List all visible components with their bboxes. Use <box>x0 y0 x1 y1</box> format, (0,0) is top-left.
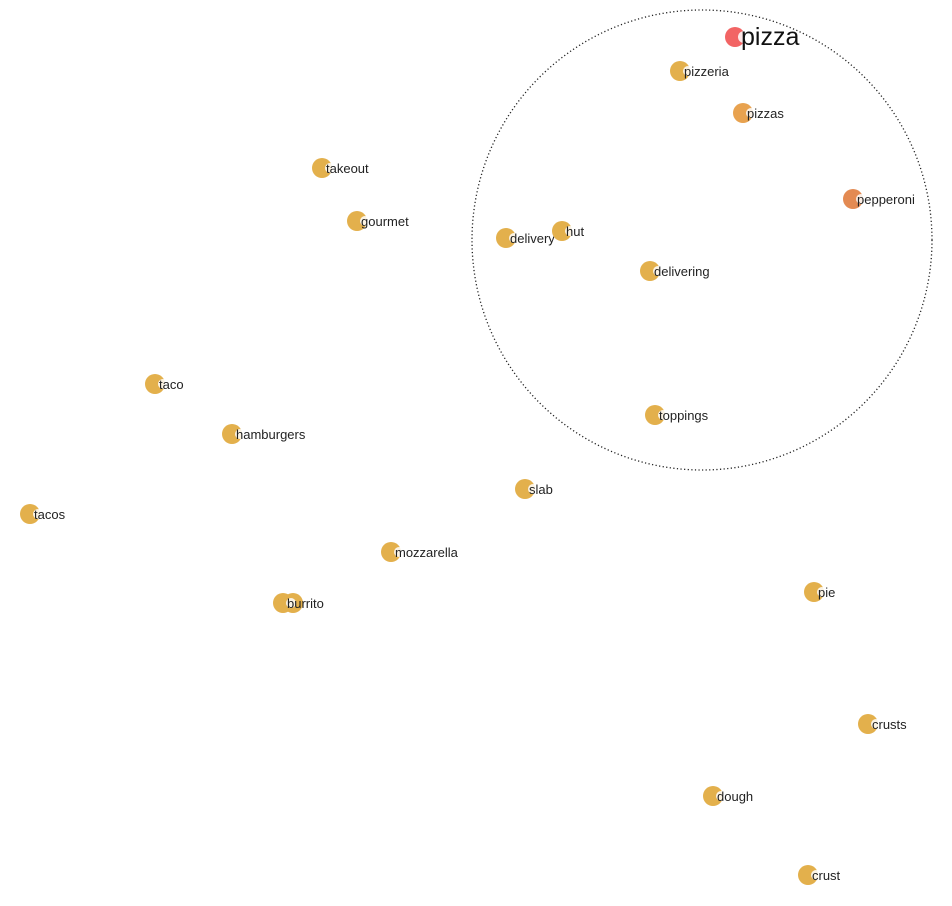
word-label: crust <box>812 868 841 883</box>
label-halo <box>653 266 663 276</box>
word-label: slab <box>529 482 553 497</box>
word-marker[interactable] <box>222 424 242 444</box>
word-label: pizzeria <box>684 64 730 79</box>
word-point-gourmet[interactable]: gourmet <box>347 211 409 231</box>
word-marker[interactable] <box>725 27 745 47</box>
word-label: pizza <box>741 23 799 51</box>
label-halo <box>871 719 881 729</box>
word-label: toppings <box>659 408 709 423</box>
word-point-delivery[interactable]: delivery <box>496 228 555 248</box>
word-label: dough <box>717 789 753 804</box>
label-halo <box>811 870 821 880</box>
word-marker[interactable] <box>496 228 516 248</box>
label-halo <box>738 31 750 43</box>
label-halo <box>565 226 575 236</box>
label-halo <box>716 791 726 801</box>
word-marker[interactable] <box>381 542 401 562</box>
label-halo <box>394 547 404 557</box>
word-label: crusts <box>872 717 907 732</box>
label-halo <box>683 66 693 76</box>
word-label: delivering <box>654 264 710 279</box>
word-marker[interactable] <box>804 582 824 602</box>
label-halo <box>817 587 827 597</box>
label-halo <box>746 108 756 118</box>
word-marker[interactable] <box>312 158 332 178</box>
word-point-hamburgers[interactable]: hamburgers <box>222 424 306 444</box>
label-halo <box>528 484 538 494</box>
word-label: pizzas <box>747 106 784 121</box>
word-label: taco <box>159 377 184 392</box>
word-marker[interactable] <box>145 374 165 394</box>
word-marker[interactable] <box>20 504 40 524</box>
word-marker[interactable] <box>670 61 690 81</box>
word-marker[interactable] <box>552 221 572 241</box>
word-label: pepperoni <box>857 192 915 207</box>
word-marker[interactable] <box>515 479 535 499</box>
word-point-taco[interactable]: taco <box>145 374 184 394</box>
label-halo <box>325 163 335 173</box>
label-halo <box>235 429 245 439</box>
word-label: takeout <box>326 161 369 176</box>
word-marker[interactable] <box>798 865 818 885</box>
word-point-hut[interactable]: hut <box>552 221 584 241</box>
word-point-tacos[interactable]: tacos <box>20 504 66 524</box>
word-points: pizza pizzeria pizzas pepperoni delivery hut d… <box>20 23 915 885</box>
word-marker[interactable] <box>703 786 723 806</box>
word-label: mozzarella <box>395 545 459 560</box>
word-marker[interactable] <box>347 211 367 231</box>
word-point-delivering[interactable]: delivering <box>640 261 710 281</box>
word-point-pie[interactable]: pie <box>804 582 835 602</box>
label-halo <box>509 233 519 243</box>
label-halo <box>158 379 168 389</box>
label-halo <box>33 509 43 519</box>
word-label: gourmet <box>361 214 409 229</box>
label-halo <box>658 410 668 420</box>
word-point-crust[interactable]: crust <box>798 865 841 885</box>
word-point-dough[interactable]: dough <box>703 786 753 806</box>
word-point-burrito[interactable]: burrito <box>273 593 324 613</box>
word-label: delivery <box>510 231 555 246</box>
word-marker[interactable] <box>645 405 665 425</box>
label-halo <box>360 216 370 226</box>
word-label: hut <box>566 224 584 239</box>
word-label: pie <box>818 585 835 600</box>
word-point-toppings[interactable]: toppings <box>645 405 709 425</box>
word-label: burrito <box>287 596 324 611</box>
word-point-pepperoni[interactable]: pepperoni <box>843 189 915 209</box>
word-label: hamburgers <box>236 427 306 442</box>
word-label: tacos <box>34 507 66 522</box>
word-marker[interactable] <box>640 261 660 281</box>
label-halo <box>286 598 296 608</box>
word-point-crusts[interactable]: crusts <box>858 714 907 734</box>
word-point-pizza[interactable]: pizza <box>725 23 799 51</box>
word-point-slab[interactable]: slab <box>515 479 553 499</box>
word-marker[interactable] <box>858 714 878 734</box>
word-point-pizzas[interactable]: pizzas <box>733 103 784 123</box>
word-point-pizzeria[interactable]: pizzeria <box>670 61 730 81</box>
word-marker[interactable] <box>733 103 753 123</box>
word-marker[interactable] <box>843 189 863 209</box>
word-point-takeout[interactable]: takeout <box>312 158 369 178</box>
neighborhood-circle <box>471 9 933 471</box>
word-marker[interactable] <box>273 593 293 613</box>
label-halo <box>856 194 866 204</box>
word-point-mozzarella[interactable]: mozzarella <box>381 542 459 562</box>
